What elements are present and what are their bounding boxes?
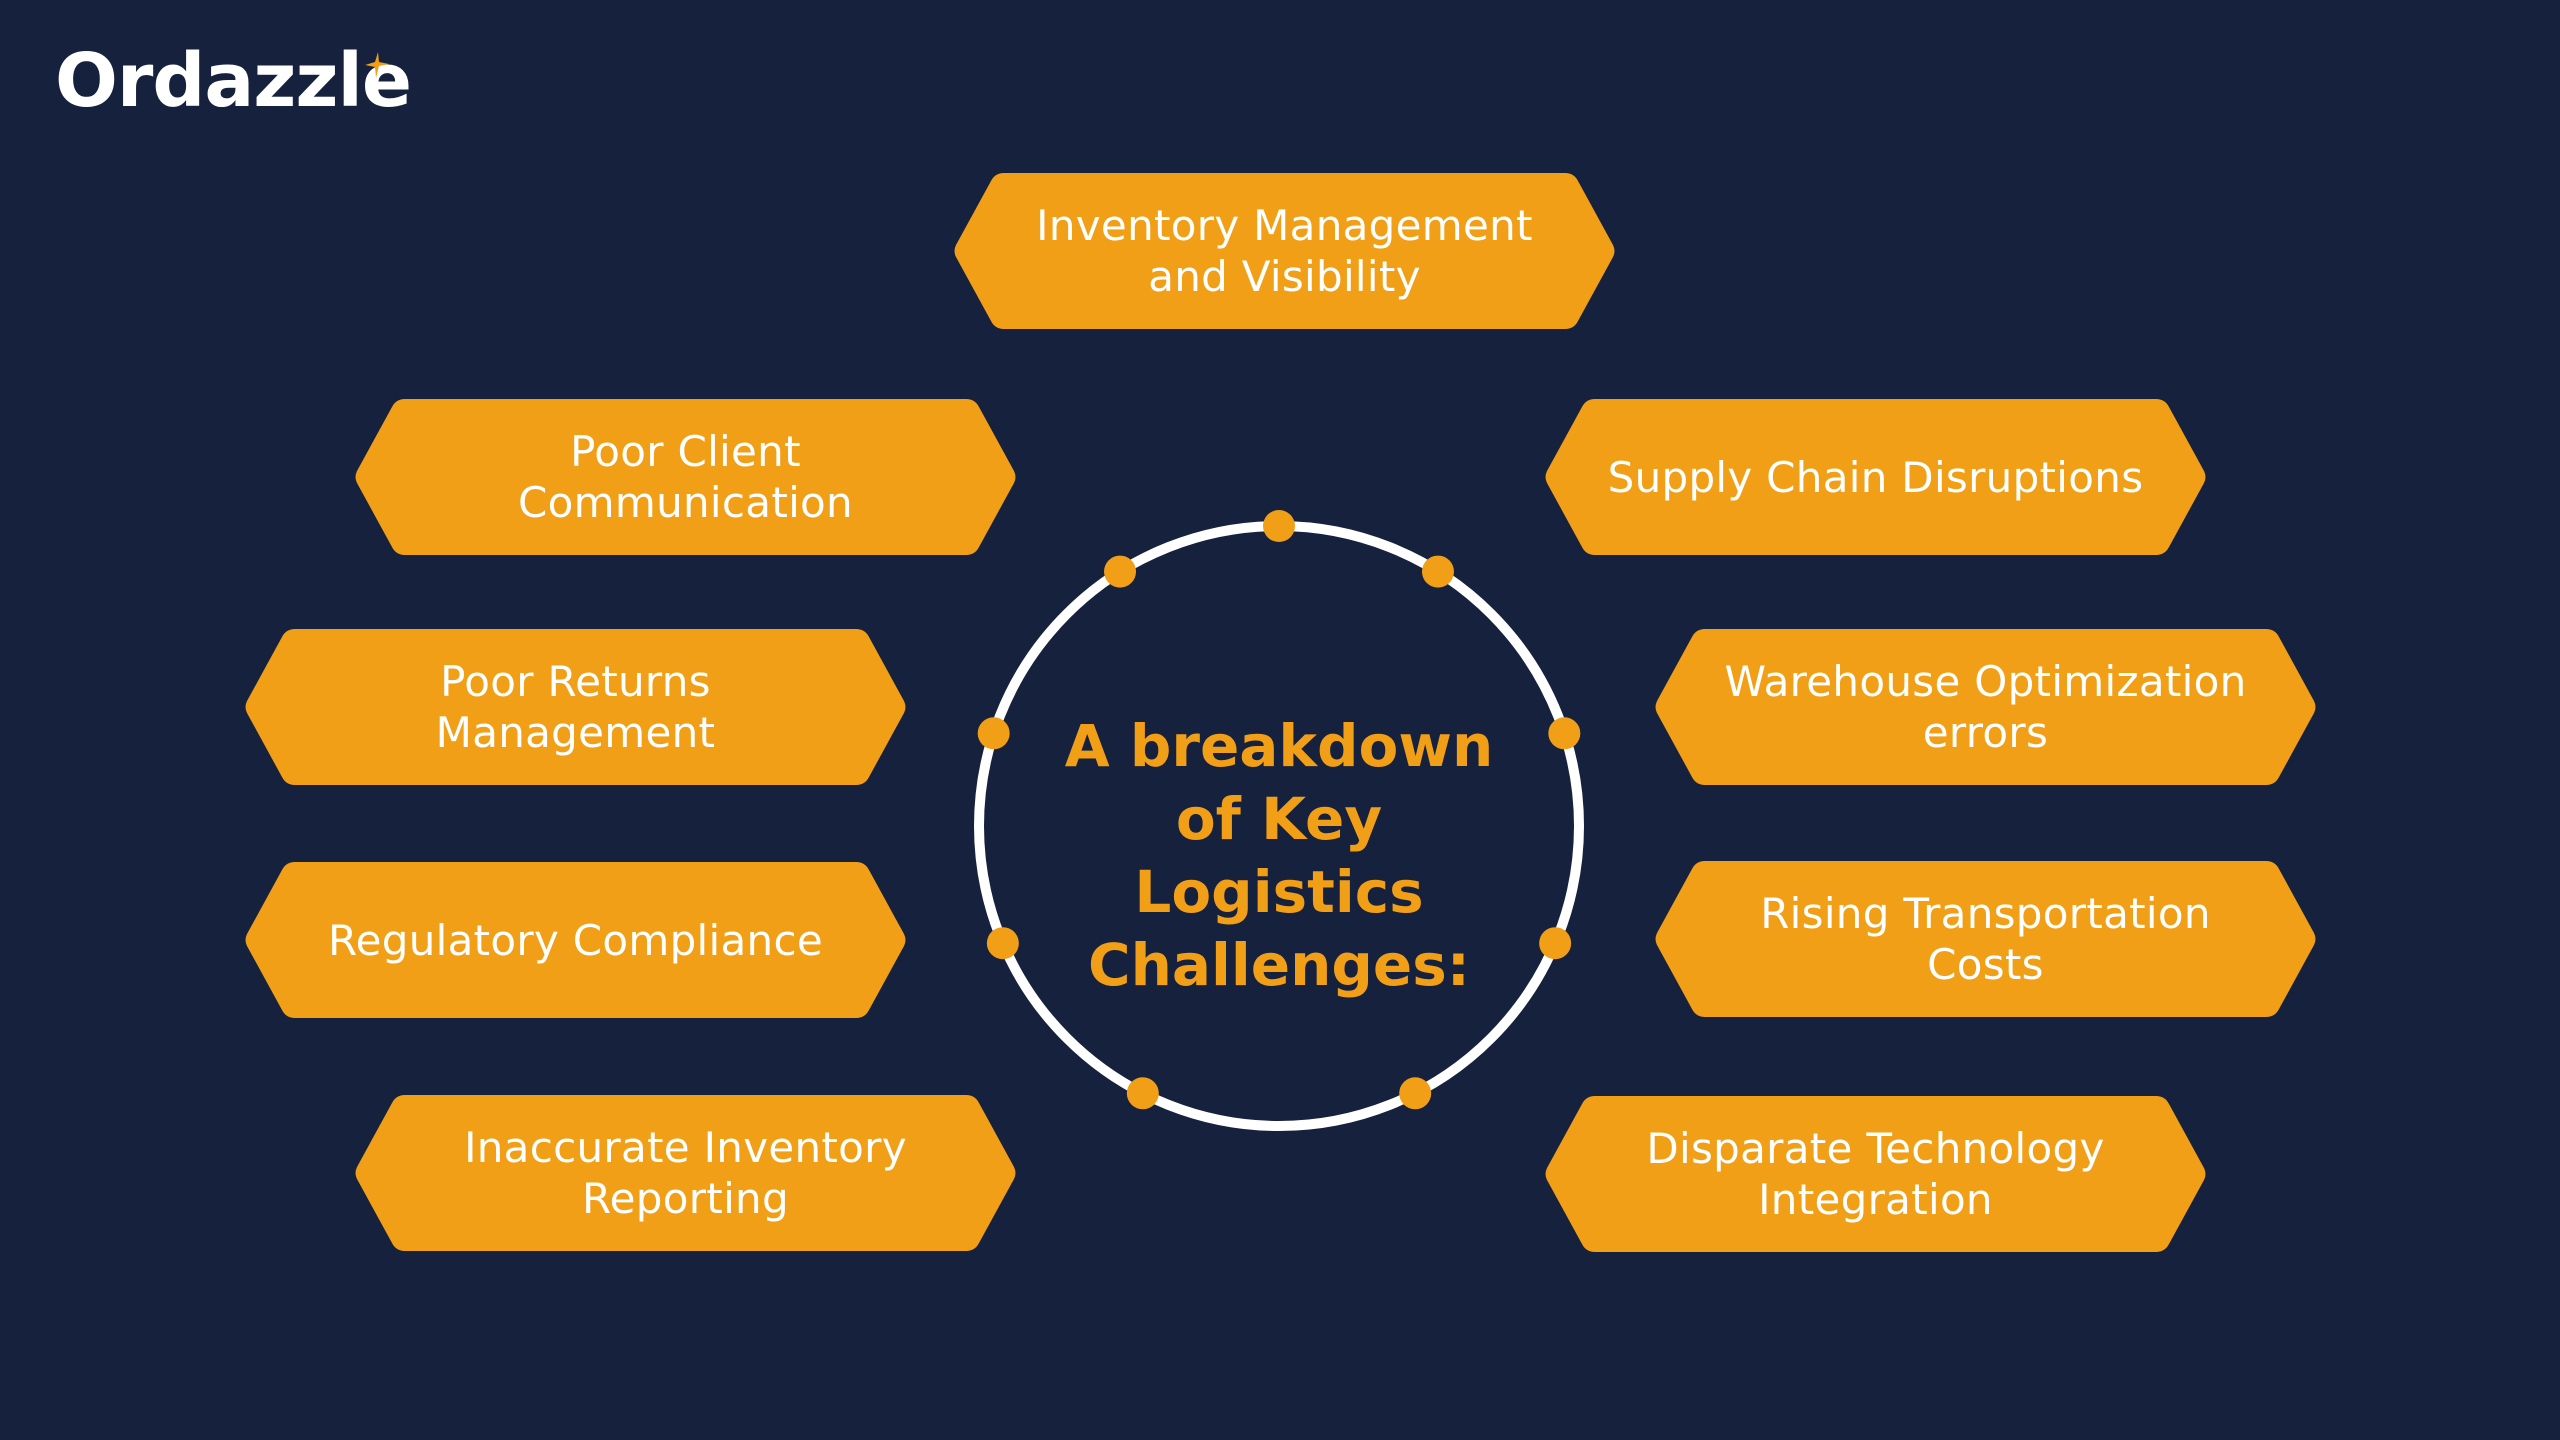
challenge-label: Communication <box>518 478 853 527</box>
challenge-label: Integration <box>1758 1175 1993 1224</box>
challenge-label: Warehouse Optimization <box>1724 657 2247 706</box>
center-title-line: of Key Logistics <box>1134 785 1424 926</box>
challenge-label: Poor Client <box>570 427 801 476</box>
challenge-regulatory-compliance: Regulatory Compliance <box>243 860 908 1020</box>
ring-dot <box>1263 510 1295 542</box>
challenge-supply-chain-disruptions: Supply Chain Disruptions <box>1543 397 2208 557</box>
ring-dot <box>977 717 1010 750</box>
ring-dot <box>1126 1077 1159 1110</box>
challenge-label: Costs <box>1927 940 2044 989</box>
challenge-label: errors <box>1922 708 2049 757</box>
challenge-label: Poor Returns Management <box>435 657 716 757</box>
sparkle-star-icon <box>365 52 389 78</box>
challenge-label: Regulatory Compliance <box>328 915 823 965</box>
center-title: A breakdown of Key Logistics Challenges: <box>1029 710 1529 1002</box>
challenge-label: Supply Chain Disruptions <box>1607 452 2144 502</box>
challenge-poor-returns-management: Poor Returns Management <box>243 627 908 787</box>
ring-dot <box>1399 1077 1432 1110</box>
challenge-label: Rising Transportation <box>1760 889 2211 938</box>
challenge-label: Inaccurate Inventory <box>464 1123 907 1172</box>
brand-logo: Ordazzle <box>55 38 412 124</box>
challenge-label: Disparate Technology <box>1646 1124 2105 1173</box>
challenge-label: and Visibility <box>1148 252 1421 301</box>
center-title-line: A breakdown <box>1064 712 1494 780</box>
center-title-line: Challenges: <box>1088 931 1470 999</box>
ring-dot <box>986 927 1019 960</box>
challenge-label: Reporting <box>582 1174 789 1223</box>
ring-dot <box>1104 555 1137 588</box>
ring-dot <box>1421 555 1454 588</box>
ring-dot <box>1548 717 1581 750</box>
challenge-label: Inventory Management <box>1036 201 1533 250</box>
ring-dot <box>1539 927 1572 960</box>
